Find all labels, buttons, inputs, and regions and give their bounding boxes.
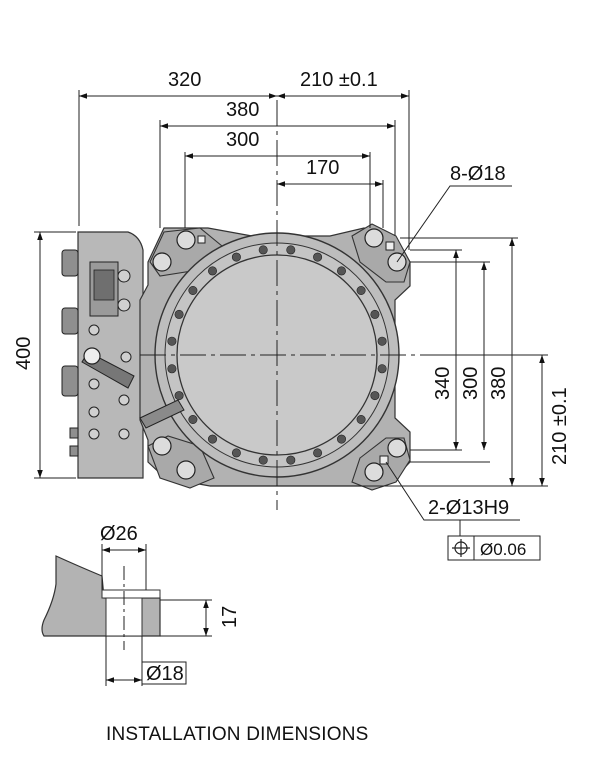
- bolt-hole: [336, 434, 346, 444]
- bolt-hole: [174, 309, 184, 319]
- dim-380-top: 380: [226, 99, 259, 121]
- connector: [61, 365, 79, 397]
- dim-17: 17: [219, 606, 241, 628]
- connector: [61, 249, 79, 277]
- bolt-hole: [356, 414, 366, 424]
- connector: [61, 307, 79, 335]
- callout-2-holes: 2-Ø13H9: [428, 497, 509, 519]
- bolt-hole: [174, 391, 184, 401]
- dim-170: 170: [306, 157, 339, 179]
- bolt-hole: [377, 336, 387, 346]
- bolt-hole: [258, 455, 268, 465]
- bolt-hole: [356, 285, 366, 295]
- mounting-hole: [176, 230, 196, 250]
- dim-340: 340: [432, 367, 454, 400]
- mounting-hole: [364, 228, 384, 248]
- dim-210-top: 210 ±0.1: [300, 69, 378, 91]
- connectors: [61, 249, 79, 457]
- bolt-hole: [370, 309, 380, 319]
- base-body: [61, 223, 411, 491]
- bolt-hole-ring: [167, 245, 387, 465]
- bolt-hole: [313, 252, 323, 262]
- dim-18: Ø18: [146, 663, 184, 685]
- center-lines: [140, 100, 420, 510]
- callout-8-holes: 8-Ø18: [450, 163, 506, 185]
- tolerance-value: Ø0.06: [480, 540, 526, 559]
- bolt-hole: [167, 336, 177, 346]
- mounting-hole: [387, 438, 407, 458]
- connector: [69, 445, 79, 457]
- bolt-hole: [167, 364, 177, 374]
- plate-screws: [88, 269, 132, 440]
- mounting-hole: [364, 462, 384, 482]
- bolt-hole: [377, 364, 387, 374]
- bolt-hole: [258, 245, 268, 255]
- dim-300-right: 300: [460, 367, 482, 400]
- pin-holes: [197, 235, 395, 465]
- lever-lower: [139, 399, 185, 429]
- dim-300-top: 300: [226, 129, 259, 151]
- dim-320: 320: [168, 69, 201, 91]
- bolt-hole: [336, 266, 346, 276]
- connector: [69, 427, 79, 439]
- mounting-hole: [152, 436, 172, 456]
- tolerance-frame: [447, 535, 541, 561]
- pin-hole: [379, 455, 389, 465]
- drawing-caption: INSTALLATION DIMENSIONS: [106, 724, 369, 745]
- bolt-hole: [208, 266, 218, 276]
- bolt-hole: [313, 448, 323, 458]
- bolt-hole: [188, 414, 198, 424]
- pin-hole: [385, 241, 395, 251]
- dim-210-right: 210 ±0.1: [549, 387, 571, 465]
- dimension-lines: [34, 90, 548, 536]
- dim-380-right: 380: [488, 367, 510, 400]
- bolt-hole: [188, 285, 198, 295]
- dim-400: 400: [13, 337, 35, 370]
- bolt-hole: [231, 252, 241, 262]
- mounting-hole: [176, 460, 196, 480]
- mounting-hole: [152, 252, 172, 272]
- bolt-hole: [231, 448, 241, 458]
- counterbore-detail: Ø26 17 Ø18: [41, 523, 241, 686]
- bolt-hole: [370, 391, 380, 401]
- bolt-hole: [208, 434, 218, 444]
- bolt-hole: [286, 455, 296, 465]
- bolt-hole: [286, 245, 296, 255]
- dim-26: Ø26: [100, 523, 138, 545]
